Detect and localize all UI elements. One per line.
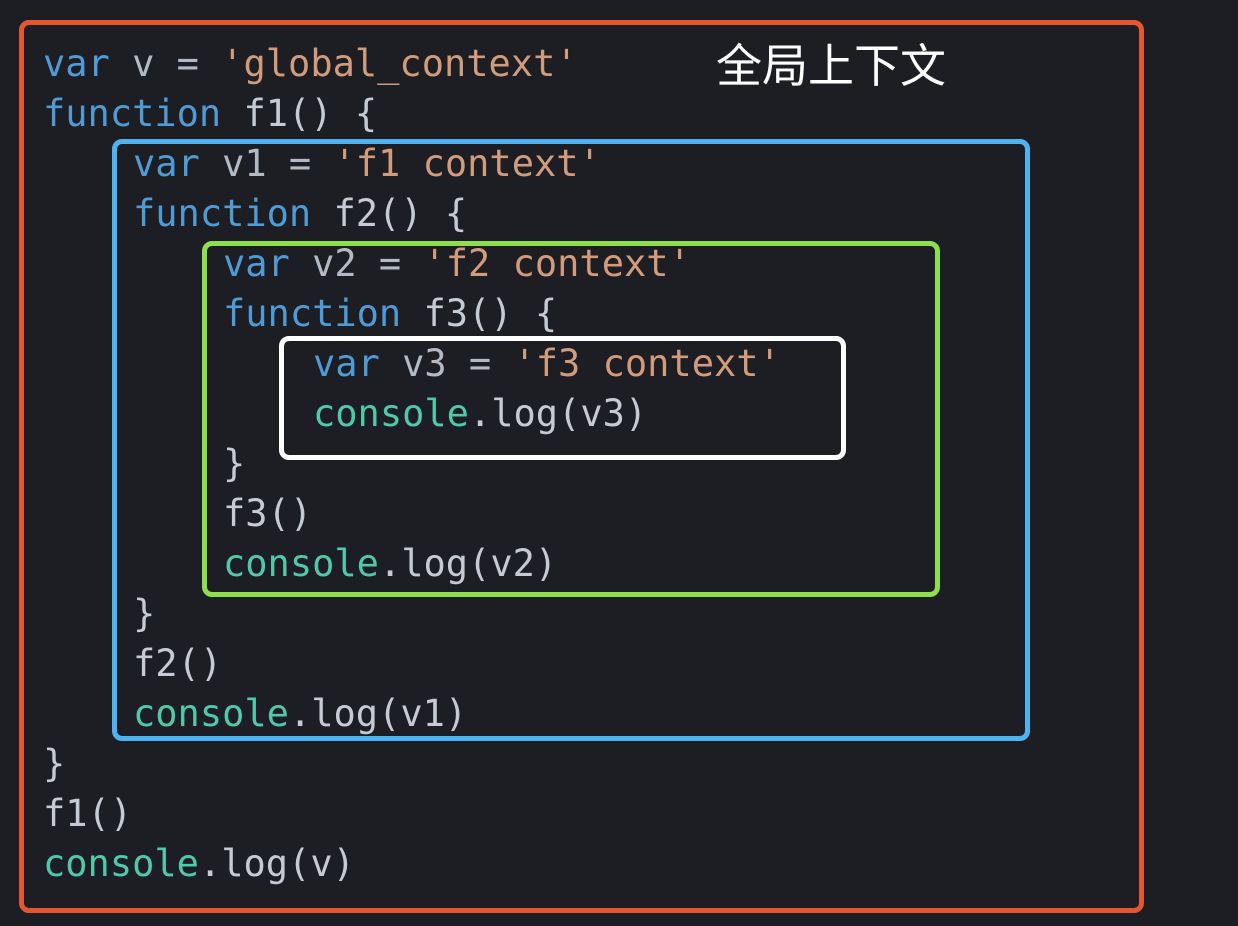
code-line: console.log(v1): [133, 689, 467, 739]
code-token-identifier: v3 =: [379, 342, 514, 385]
code-token-keyword: var: [43, 42, 110, 85]
code-token-identifier: v2 =: [289, 242, 424, 285]
code-token-console: console: [43, 842, 199, 885]
code-token-punct: f3(): [223, 492, 313, 535]
code-token-punct: f3() {: [401, 292, 558, 335]
code-line: console.log(v): [43, 839, 355, 889]
code-token-keyword: var: [223, 242, 290, 285]
code-token-punct: f1() {: [221, 92, 378, 135]
code-token-identifier: v1 =: [199, 142, 334, 185]
f3-context-box: [279, 336, 846, 460]
code-token-string: 'global_context': [221, 42, 578, 85]
code-token-string: 'f2 context': [423, 242, 691, 285]
code-token-punct: f2() {: [311, 192, 468, 235]
code-line: }: [133, 589, 155, 639]
code-token-keyword: function: [223, 292, 402, 335]
code-token-punct: .log(v3): [468, 392, 648, 435]
code-line: var v1 = 'f1 context': [133, 139, 601, 189]
code-token-punct: .log(v1): [288, 692, 468, 735]
code-token-punct: }: [223, 442, 246, 485]
global-context-box: [19, 20, 1144, 913]
code-line: console.log(v2): [223, 539, 557, 589]
code-token-punct: .log(v2): [378, 542, 558, 585]
code-token-punct: f2(): [133, 642, 223, 685]
code-token-punct: f1(): [43, 792, 133, 835]
code-line: }: [43, 739, 65, 789]
code-token-keyword: var: [313, 342, 380, 385]
code-line: function f1() {: [43, 89, 377, 139]
code-token-console: console: [223, 542, 379, 585]
code-token-identifier: v =: [109, 42, 222, 85]
code-line: }: [223, 439, 245, 489]
code-line: f1(): [43, 789, 132, 839]
code-line: f3(): [223, 489, 312, 539]
code-token-console: console: [313, 392, 469, 435]
code-line: var v = 'global_context': [43, 39, 578, 89]
code-token-keyword: var: [133, 142, 200, 185]
code-token-keyword: function: [133, 192, 312, 235]
code-token-console: console: [133, 692, 289, 735]
code-token-punct: .log(v): [198, 842, 355, 885]
code-token-punct: }: [133, 592, 156, 635]
code-line: var v3 = 'f3 context': [313, 339, 781, 389]
code-line: console.log(v3): [313, 389, 647, 439]
code-line: f2(): [133, 639, 222, 689]
code-line: function f3() {: [223, 289, 557, 339]
f1-context-box: [112, 139, 1030, 741]
code-token-string: 'f1 context': [333, 142, 601, 185]
global-context-label: 全局上下文: [716, 39, 946, 93]
f2-context-box: [202, 241, 940, 597]
code-line: function f2() {: [133, 189, 467, 239]
code-token-punct: }: [43, 742, 66, 785]
code-token-keyword: function: [43, 92, 222, 135]
code-line: var v2 = 'f2 context': [223, 239, 691, 289]
code-token-string: 'f3 context': [513, 342, 781, 385]
